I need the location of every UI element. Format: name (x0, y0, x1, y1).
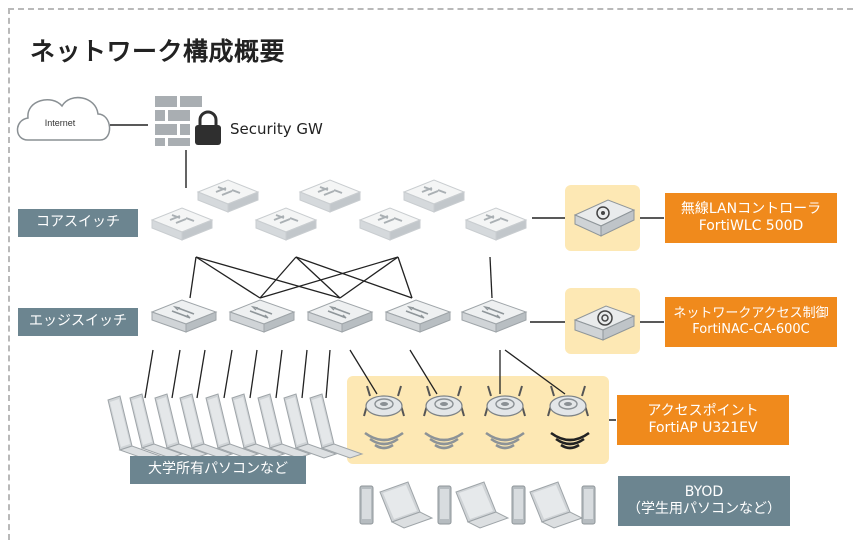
wifi-signal-icon (549, 431, 591, 450)
page-title: ネットワーク構成概要 (30, 37, 286, 66)
internet-label: Internet (45, 118, 76, 128)
lock-icon (195, 110, 221, 145)
wifi-signal-icon (423, 431, 465, 450)
byod-device-group (359, 481, 596, 529)
ap-label-line1: アクセスポイント (647, 402, 759, 419)
edge-switch-label: エッジスイッチ (18, 308, 138, 336)
core-switch-label: コアスイッチ (18, 209, 138, 237)
wlc-label-line1: 無線LANコントローラ (680, 200, 822, 217)
university-pc-label: 大学所有パソコンなど (130, 456, 306, 484)
wlc-label-line2: FortiWLC 500D (698, 218, 804, 234)
edge-laptop-links (144, 349, 331, 399)
access-point-icon (547, 385, 589, 417)
ap-label-line2: FortiAP U321EV (648, 420, 758, 436)
wlc-label: 無線LANコントローラ FortiWLC 500D (665, 193, 837, 243)
wifi-signal-icon (363, 431, 405, 450)
access-point-icon (484, 385, 526, 417)
security-gw-label: Security GW (230, 120, 323, 138)
access-point-icon (363, 385, 405, 417)
firewall-icon (155, 96, 202, 146)
byod-label-line2: （学生用パソコンなど） (627, 501, 781, 517)
laptop-group (107, 393, 363, 461)
nac-device-icon (573, 305, 636, 341)
wlc-device-icon (573, 199, 636, 237)
nac-label-line1: ネットワークアクセス制御 (673, 305, 829, 321)
ap-label: アクセスポイント FortiAP U321EV (617, 395, 789, 445)
nac-label: ネットワークアクセス制御 FortiNAC-CA-600C (665, 297, 837, 347)
edge-ap-links (349, 349, 566, 395)
core-edge-links (189, 256, 493, 299)
nac-label-line2: FortiNAC-CA-600C (692, 322, 810, 337)
wifi-signal-icon (484, 431, 526, 450)
dashed-frame (8, 8, 853, 540)
internet-cloud-icon: Internet (16, 96, 111, 141)
access-point-icon (423, 385, 465, 417)
byod-label: BYOD （学生用パソコンなど） (618, 476, 790, 526)
ap-panel (347, 376, 609, 464)
byod-label-line1: BYOD (684, 483, 724, 500)
